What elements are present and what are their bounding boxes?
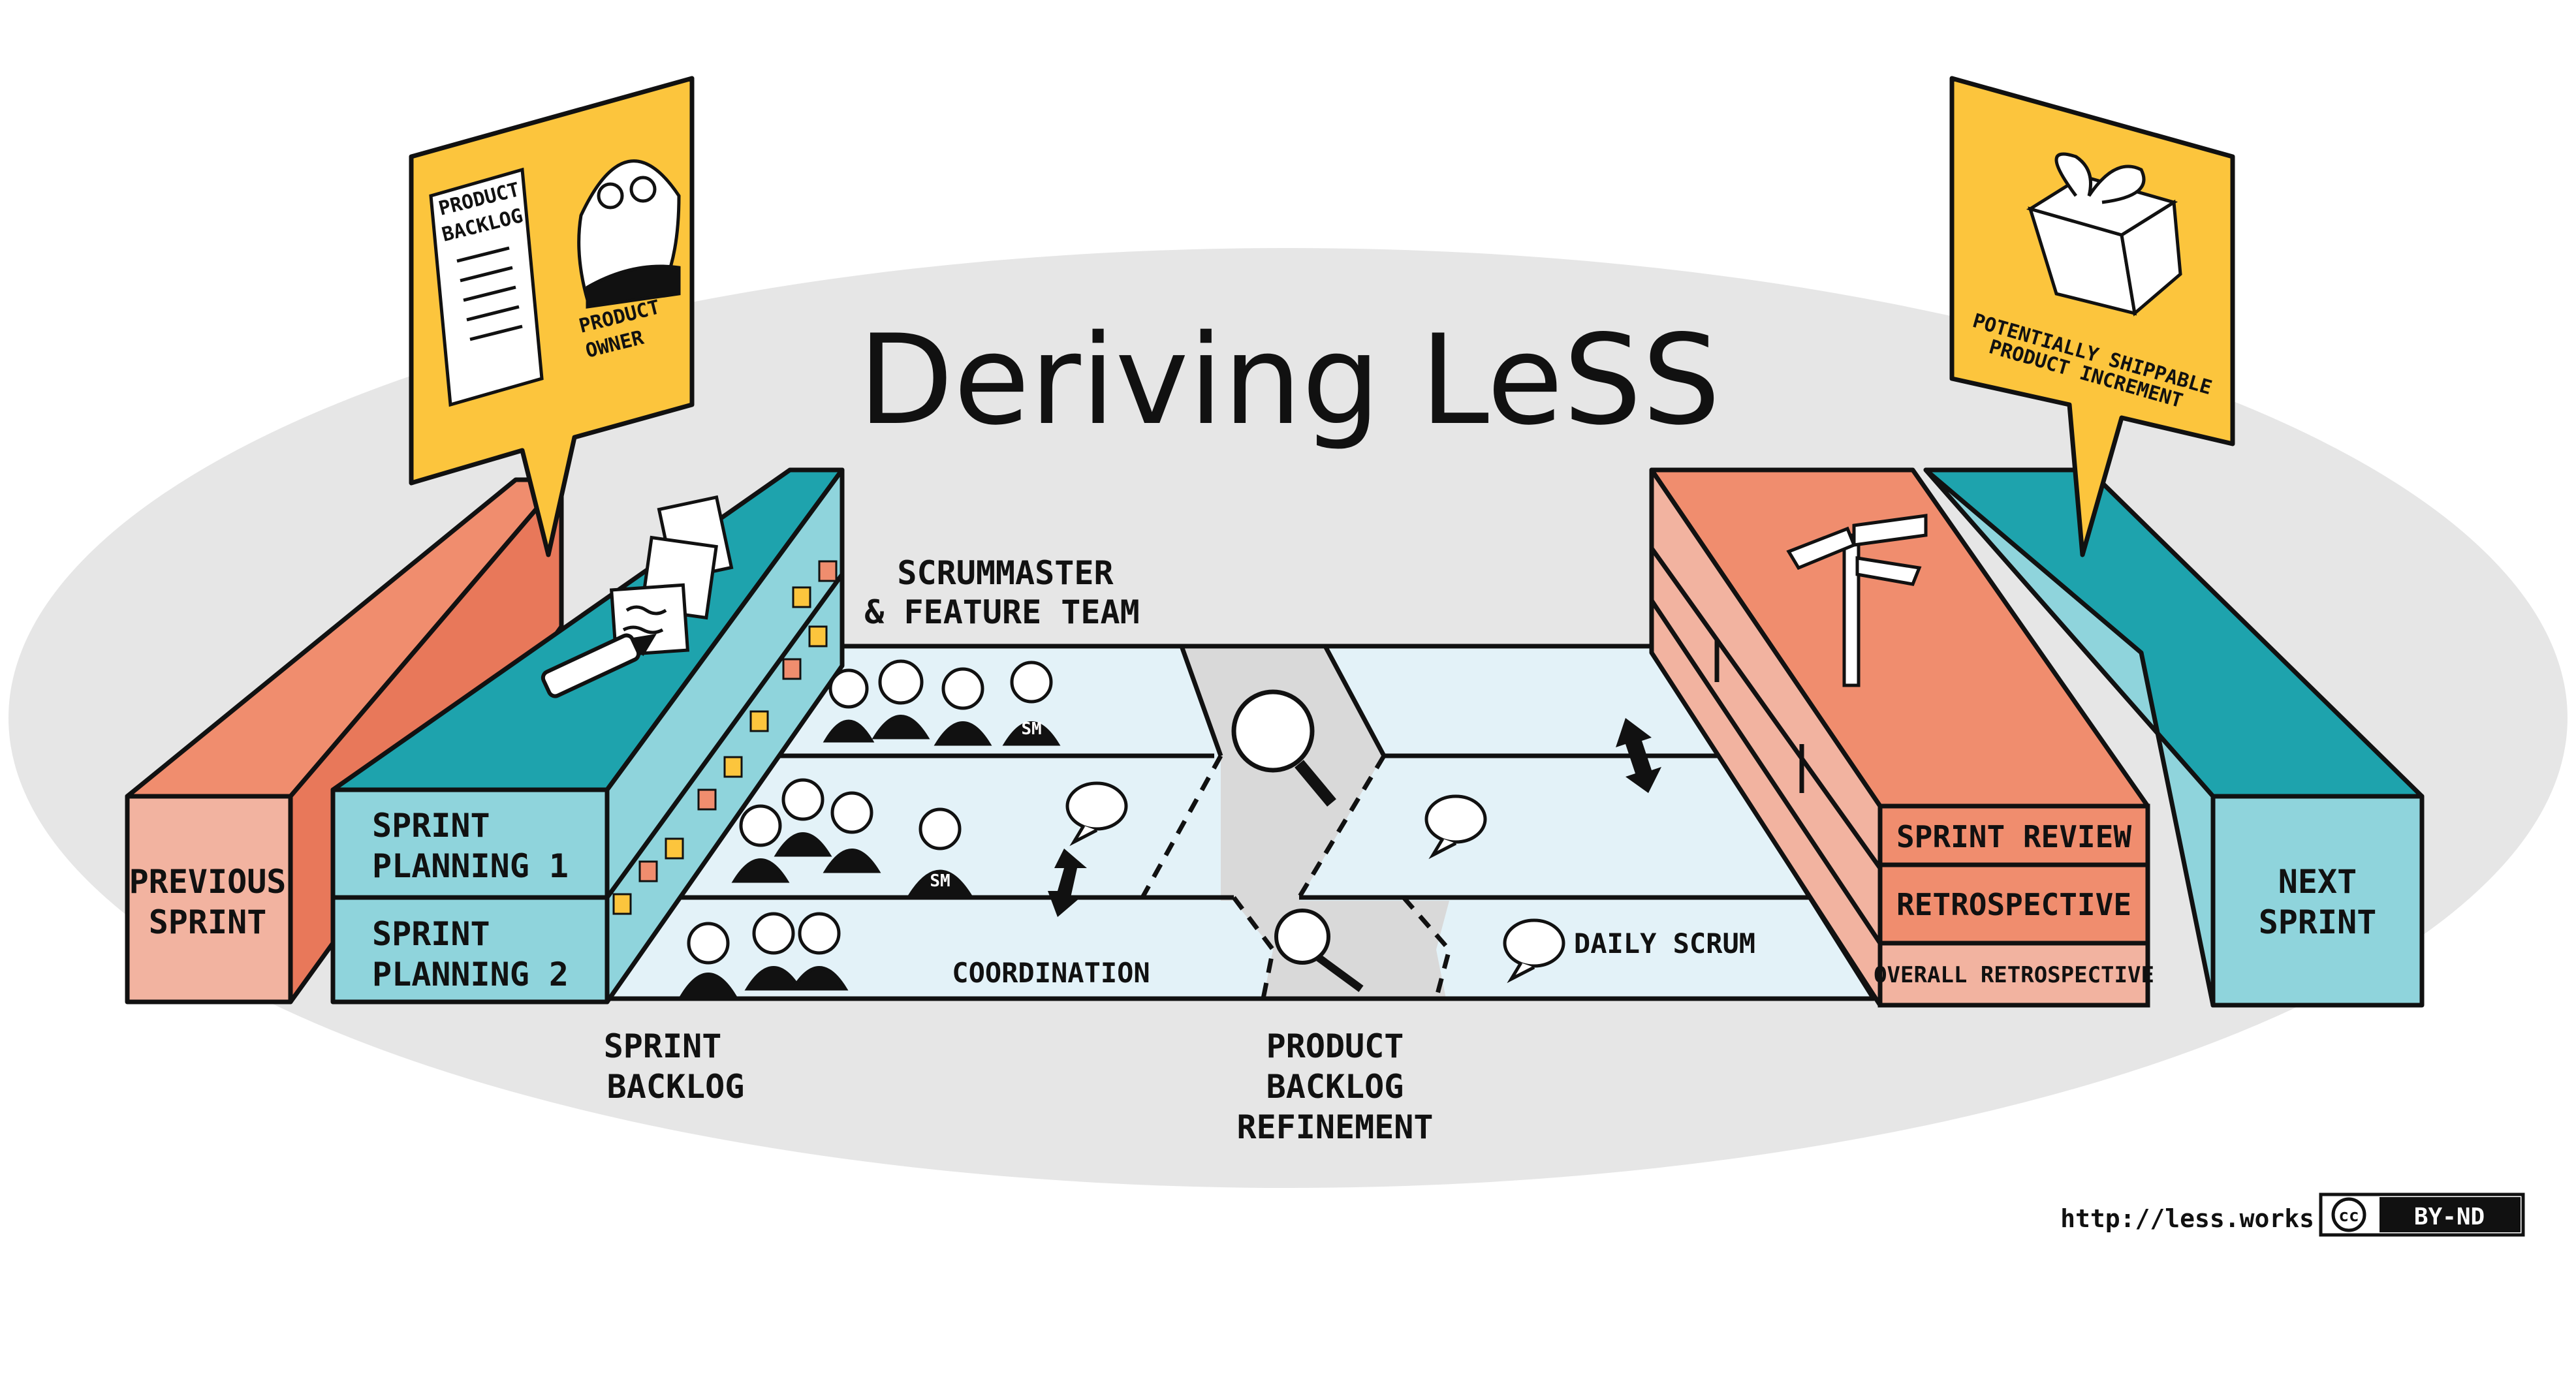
sprint-planning-1-label: SPRINT [372, 807, 490, 845]
magnifier-icon [1274, 909, 1364, 992]
team-member-icon [907, 807, 973, 896]
team-member-icon [934, 667, 992, 746]
previous-sprint-label-2: SPRINT [149, 903, 267, 941]
team-member-icon [774, 778, 832, 857]
team-member-icon [744, 912, 803, 991]
sprint-planning-1-label-2: PLANNING 1 [372, 847, 569, 885]
page-title: Deriving LeSS [858, 308, 1720, 452]
gift-icon [2026, 152, 2182, 317]
team-member-icon [679, 922, 738, 997]
team-member-icon [872, 659, 930, 740]
next-sprint-label: NEXT [2278, 863, 2357, 901]
speech-bubble-icon [1065, 781, 1128, 847]
license-label: BY-ND [2414, 1204, 2485, 1230]
double-arrow-icon [1048, 849, 1087, 917]
papers-icon [609, 495, 734, 657]
pbr-label-3: REFINEMENT [1236, 1108, 1433, 1146]
pen-icon [541, 633, 657, 698]
next-sprint-block [1923, 467, 2425, 1008]
magnifier-icon [1231, 689, 1336, 807]
sm-badge: SM [1021, 719, 1041, 739]
cc-label: cc [2338, 1206, 2359, 1226]
coordination-label: COORDINATION [952, 957, 1150, 989]
review-stack [1877, 803, 2150, 1008]
signpost-icon [1786, 514, 1928, 687]
product-backlog-icon [429, 167, 544, 407]
scrummaster-label: SCRUMMASTER [897, 554, 1114, 592]
speech-bubble-icon [1503, 918, 1565, 984]
sprint-backlog-label-2: BACKLOG [607, 1068, 745, 1106]
pbr-label-2: BACKLOG [1266, 1068, 1404, 1106]
sticky-notes-icon [612, 560, 838, 915]
sprint-planning-2-label: SPRINT [372, 915, 490, 953]
retrospective-label: RETROSPECTIVE [1896, 887, 2131, 922]
team-member-icon [823, 668, 875, 743]
team-member-icon [1002, 661, 1061, 746]
pbr-label: PRODUCT [1266, 1027, 1404, 1065]
product-owner-icon [577, 159, 681, 309]
speech-bubble-icon [1424, 794, 1487, 860]
feature-team-label: & FEATURE TEAM [864, 593, 1139, 631]
sprint-planning-2-label-2: PLANNING 2 [372, 956, 569, 993]
team-member-icon [731, 804, 790, 883]
footer-url[interactable]: http://less.works [2060, 1204, 2314, 1233]
overall-retrospective-label: OVERALL RETROSPECTIVE [1874, 962, 2154, 988]
license-badge[interactable]: cc BY-ND [2319, 1192, 2525, 1237]
next-sprint-label-2: SPRINT [2259, 903, 2377, 941]
previous-sprint-label: PREVIOUS [129, 863, 287, 901]
cc-icon [2331, 1197, 2366, 1232]
team-member-icon [823, 791, 881, 873]
double-arrow-icon [1616, 718, 1661, 793]
sm-badge-2: SM [930, 871, 950, 891]
sprint-review-label: SPRINT REVIEW [1896, 819, 2131, 854]
sprint-backlog-label: SPRINT [604, 1027, 722, 1065]
team-members [679, 659, 1061, 997]
team-member-icon [790, 912, 849, 991]
daily-scrum-label: DAILY SCRUM [1574, 927, 1755, 959]
